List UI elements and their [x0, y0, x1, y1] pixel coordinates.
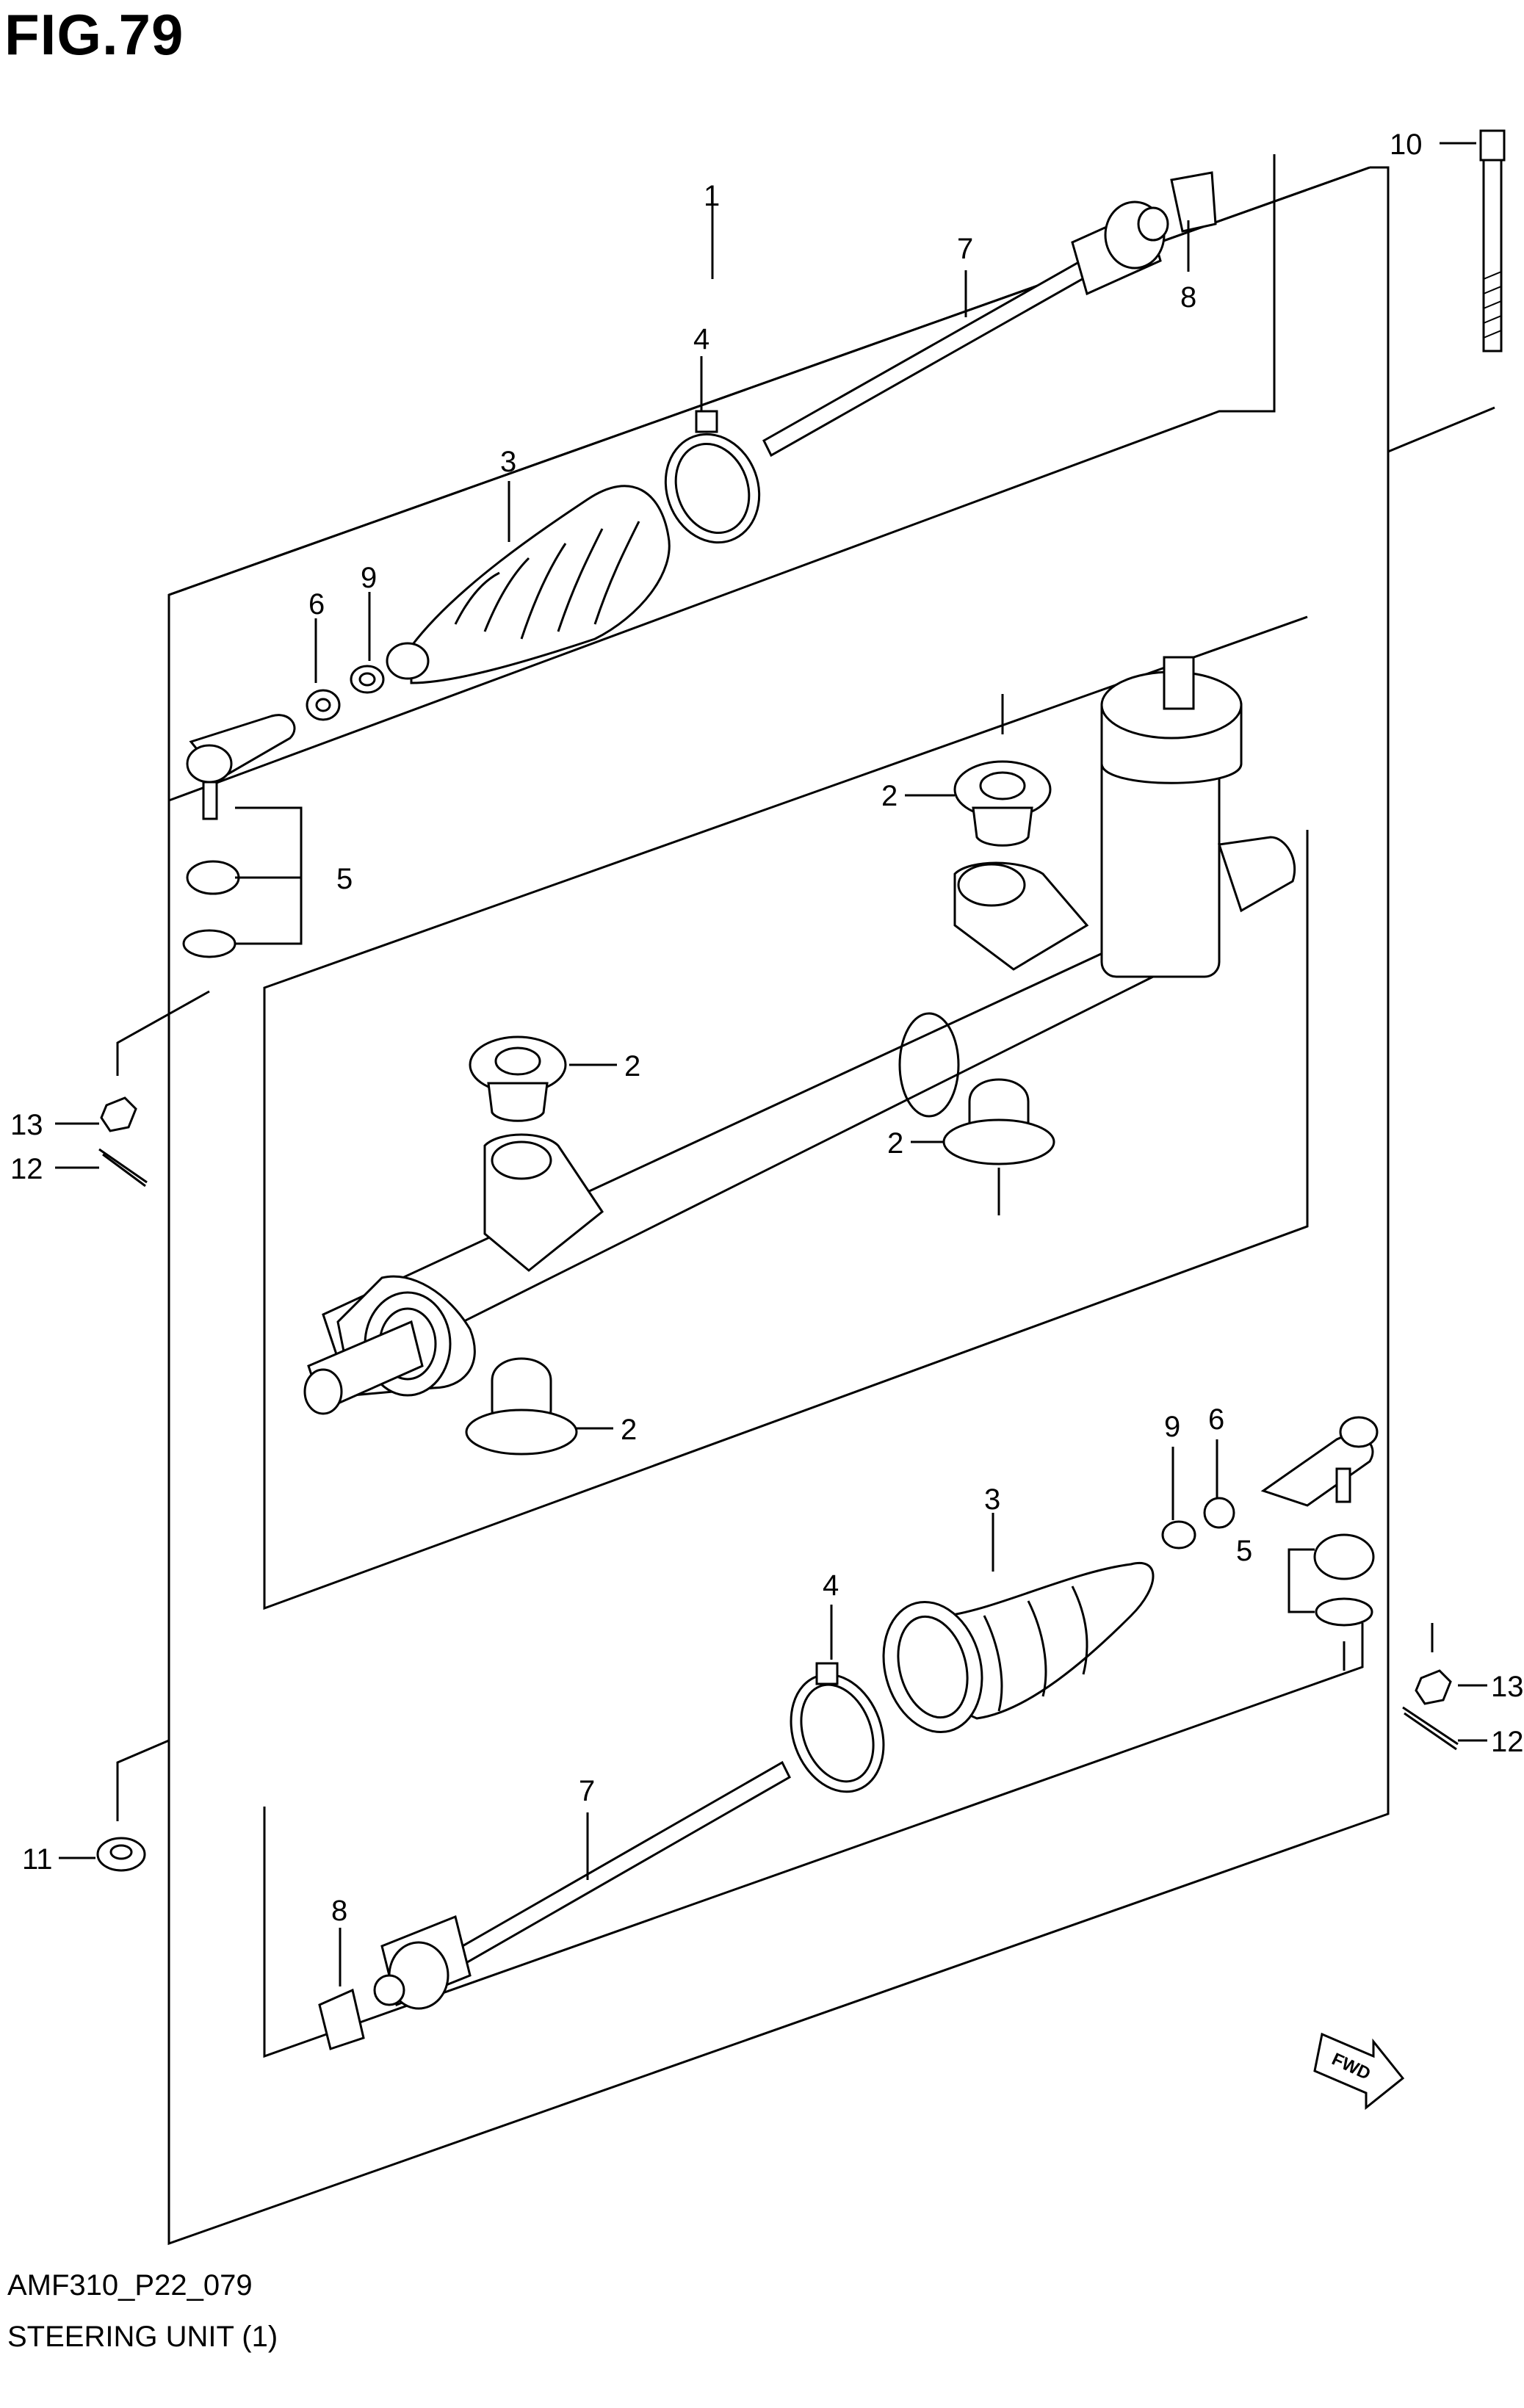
tie-rod-end-upper [182, 714, 296, 958]
boot-lower [882, 1562, 1155, 1734]
callout-1: 1 [704, 180, 720, 212]
upper-tie-rod-group-frame [168, 154, 1276, 802]
clip-upper [350, 665, 385, 694]
callout-6-upper: 6 [308, 588, 325, 621]
callout-10: 10 [1390, 129, 1423, 161]
callout-9-lower: 9 [1164, 1411, 1180, 1443]
callout-3-upper: 3 [500, 446, 516, 478]
callout-2-d: 2 [621, 1414, 637, 1446]
cotter-pin-part-12-left [98, 1148, 148, 1184]
part-5-lower-leader [1288, 1548, 1315, 1613]
figure-title: FIG.79 [4, 2, 184, 67]
rack-housing-group-frame [263, 615, 1309, 1610]
cotter-pin-part-12-right [1402, 1706, 1459, 1746]
nut-part-13-left [100, 1096, 137, 1132]
tie-rod-end-lower [1260, 1416, 1379, 1627]
clamp-lower [790, 1662, 885, 1793]
nut-upper [306, 689, 341, 721]
assembly-frame [167, 166, 1390, 2246]
bolt-part-10 [1479, 129, 1506, 352]
callout-3-lower: 3 [984, 1483, 1000, 1516]
callout-13-left: 13 [10, 1109, 43, 1141]
rack-housing [303, 656, 1296, 1415]
mount-bushing-left-lower [465, 1357, 578, 1456]
callout-8-upper: 8 [1180, 281, 1196, 314]
mount-bushing-left-top [469, 1035, 567, 1122]
nut-lower [1203, 1497, 1235, 1529]
clip-lower [1161, 1520, 1196, 1550]
callout-12-left: 12 [10, 1153, 43, 1185]
callout-12-right: 12 [1491, 1726, 1524, 1758]
callout-2-a: 2 [881, 780, 898, 812]
part-5-upper-leader [235, 806, 303, 945]
mount-bushing-upper-right [953, 760, 1052, 847]
clamp-upper [664, 410, 761, 544]
callout-2-c: 2 [887, 1127, 903, 1160]
nut-part-11 [96, 1837, 146, 1872]
callout-5-lower: 5 [1236, 1535, 1252, 1567]
callout-6-lower: 6 [1208, 1403, 1224, 1436]
callout-8-lower: 8 [331, 1895, 347, 1927]
lock-washer-lower [318, 1988, 365, 2050]
callout-13-right: 13 [1491, 1671, 1524, 1703]
lock-washer-upper [1170, 171, 1217, 233]
boot-upper [386, 485, 671, 684]
diagram-caption: STEERING UNIT (1) [7, 2321, 278, 2353]
callout-9-upper: 9 [361, 562, 377, 594]
callout-2-b: 2 [624, 1050, 640, 1082]
callout-5-upper: 5 [336, 863, 353, 895]
fwd-arrow: FWD [1313, 2032, 1405, 2111]
callout-4-lower: 4 [823, 1569, 839, 1602]
tie-rod-upper [762, 200, 1169, 458]
bolt-leader-frame [1387, 406, 1495, 453]
mount-bushing-right-lower [942, 1078, 1055, 1165]
tie-rod-lower [373, 1760, 791, 2010]
callout-4-upper: 4 [693, 323, 709, 355]
callout-7-lower: 7 [579, 1775, 595, 1807]
nut-part-13-right [1415, 1669, 1452, 1705]
callout-11: 11 [22, 1843, 53, 1876]
lower-tie-rod-group-frame [263, 1623, 1364, 2058]
assembly-frame-top [168, 166, 1370, 596]
callout-7-upper: 7 [957, 233, 973, 265]
diagram-code: AMF310_P22_079 [7, 2269, 253, 2302]
